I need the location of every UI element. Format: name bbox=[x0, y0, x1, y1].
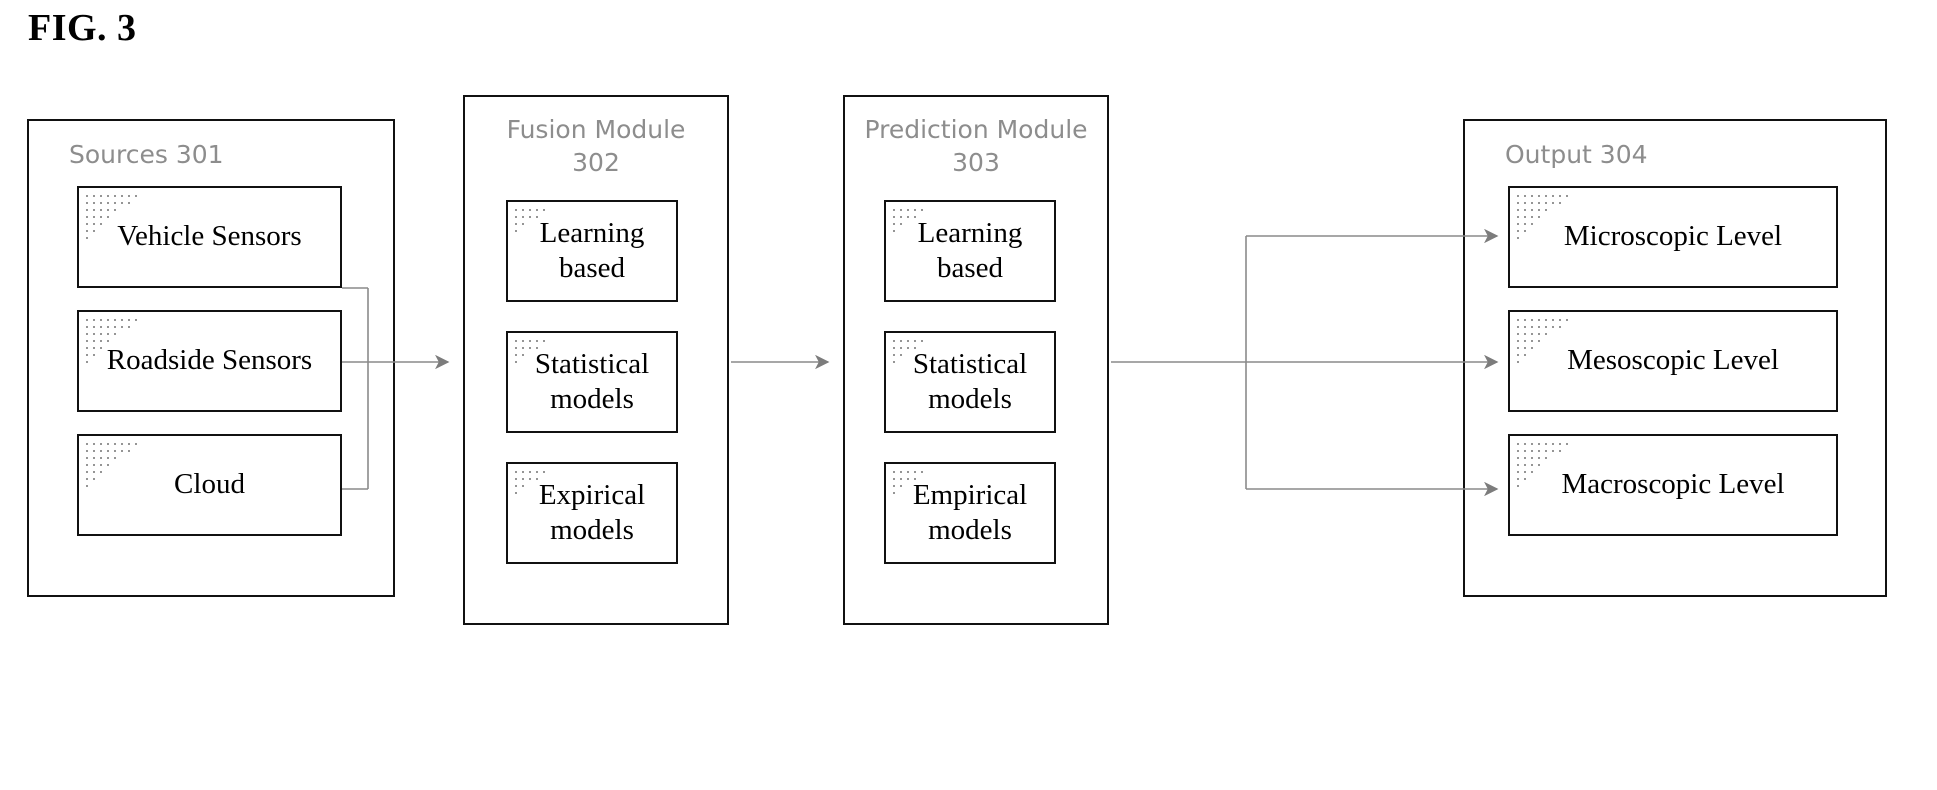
node-prediction-empirical-models[interactable]: Empirical models bbox=[884, 462, 1056, 564]
node-prediction-learning-based[interactable]: Learning based bbox=[884, 200, 1056, 302]
node-roadside-sensors[interactable]: Roadside Sensors bbox=[77, 310, 342, 412]
connector-prediction-to-output bbox=[1111, 228, 1499, 497]
node-prediction-empirical-models-label: Empirical models bbox=[912, 478, 1028, 546]
node-fusion-learning-based-label: Learning based bbox=[539, 216, 645, 284]
node-fusion-statistical-models[interactable]: Statistical models bbox=[506, 331, 678, 433]
panel-prediction-module-title: Prediction Module 303 bbox=[864, 115, 1088, 177]
node-fusion-statistical-models-label: Statistical models bbox=[534, 347, 650, 415]
panel-fusion-module-title: Fusion Module 302 bbox=[506, 115, 686, 177]
stipple-corner-icon bbox=[84, 441, 146, 487]
node-fusion-learning-based[interactable]: Learning based bbox=[506, 200, 678, 302]
node-cloud[interactable]: Cloud bbox=[77, 434, 342, 536]
node-cloud-label: Cloud bbox=[174, 468, 245, 501]
node-fusion-expirical-models[interactable]: Expirical models bbox=[506, 462, 678, 564]
node-mesoscopic-level-label: Mesoscopic Level bbox=[1567, 344, 1779, 377]
node-vehicle-sensors-label: Vehicle Sensors bbox=[117, 220, 302, 253]
node-macroscopic-level-label: Macroscopic Level bbox=[1561, 468, 1785, 501]
node-microscopic-level[interactable]: Microscopic Level bbox=[1508, 186, 1838, 288]
figure-title: FIG. 3 bbox=[28, 7, 137, 49]
node-mesoscopic-level[interactable]: Mesoscopic Level bbox=[1508, 310, 1838, 412]
node-prediction-learning-based-label: Learning based bbox=[917, 216, 1023, 284]
panel-sources-title: Sources 301 bbox=[69, 140, 224, 169]
panel-output-title: Output 304 bbox=[1505, 140, 1648, 169]
node-fusion-expirical-models-label: Expirical models bbox=[538, 478, 646, 546]
node-prediction-statistical-models[interactable]: Statistical models bbox=[884, 331, 1056, 433]
node-vehicle-sensors[interactable]: Vehicle Sensors bbox=[77, 186, 342, 288]
node-macroscopic-level[interactable]: Macroscopic Level bbox=[1508, 434, 1838, 536]
node-roadside-sensors-label: Roadside Sensors bbox=[106, 344, 313, 377]
node-prediction-statistical-models-label: Statistical models bbox=[912, 347, 1028, 415]
node-microscopic-level-label: Microscopic Level bbox=[1563, 220, 1783, 253]
